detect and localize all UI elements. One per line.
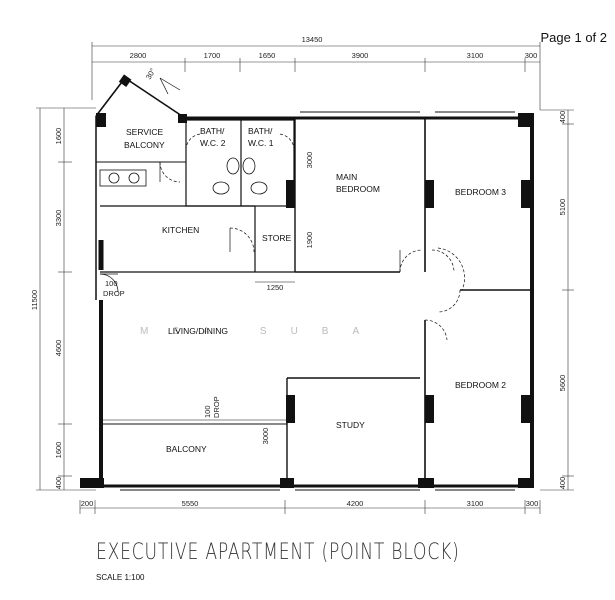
- drawing-title: EXECUTIVE APARTMENT (POINT BLOCK): [96, 540, 460, 565]
- dim-top-5: 3100: [467, 51, 484, 60]
- drop-label-a-line1: 100: [105, 279, 118, 288]
- room-bath1-line2: W.C. 1: [248, 138, 274, 148]
- room-bath2-line1: BATH/: [200, 126, 225, 136]
- dim-right-2: 5100: [558, 199, 567, 216]
- dim-right-1: 400: [558, 111, 567, 124]
- drop-label-a-line2: DROP: [103, 289, 125, 298]
- room-bath1-line1: BATH/: [248, 126, 273, 136]
- room-bedroom-2: BEDROOM 2: [455, 380, 506, 390]
- room-balcony: BALCONY: [166, 444, 207, 454]
- door-leaves: [99, 162, 401, 293]
- room-main-bedroom-line2: BEDROOM: [336, 184, 380, 194]
- dim-top-3: 1650: [259, 51, 276, 60]
- angle-marker: [159, 77, 181, 95]
- dim-main-bedroom-lower: 1900: [305, 232, 314, 249]
- room-service-balcony-line1: SERVICE: [126, 127, 163, 137]
- dim-left-total: 11500: [30, 290, 39, 310]
- dim-left-3: 4600: [54, 340, 63, 357]
- dim-bottom-1: 200: [81, 499, 94, 508]
- dim-left-1: 1600: [54, 128, 63, 145]
- dim-study: 3000: [261, 428, 270, 445]
- dim-bottom-4: 3100: [467, 499, 484, 508]
- dim-top-total: 13450: [302, 35, 323, 44]
- angle-label: 30°: [144, 67, 157, 81]
- room-bath2-line2: W.C. 2: [200, 138, 226, 148]
- room-service-balcony-line2: BALCONY: [124, 140, 165, 150]
- dim-left-5: 400: [54, 477, 63, 490]
- room-store: STORE: [262, 233, 291, 243]
- dim-store-width: 1250: [267, 283, 284, 292]
- top-dimension-lines: [36, 42, 574, 514]
- drawing-scale: SCALE 1:100: [96, 573, 145, 582]
- room-main-bedroom-line1: MAIN: [336, 172, 357, 182]
- room-study: STUDY: [336, 420, 365, 430]
- dim-top-6: 300: [525, 51, 538, 60]
- door-swings: [159, 133, 465, 341]
- room-kitchen: KITCHEN: [162, 225, 199, 235]
- dim-left-2: 3300: [54, 210, 63, 227]
- dim-main-bedroom: 3000: [305, 152, 314, 169]
- dim-bottom-5: 300: [526, 499, 539, 508]
- walls: [80, 76, 534, 491]
- fixtures: [99, 157, 268, 195]
- page-label: Page 1 of 2: [540, 30, 608, 45]
- watermark: MSA SUBA: [140, 326, 383, 337]
- dim-top-4: 3900: [352, 51, 369, 60]
- columns: [80, 74, 534, 488]
- room-living-dining: LIVING/DINING: [168, 326, 228, 336]
- drop-label-b-line1: 100: [203, 405, 212, 418]
- dim-bottom-2: 5550: [182, 499, 199, 508]
- dim-top-1: 2800: [130, 51, 147, 60]
- dim-right-3: 5600: [558, 375, 567, 392]
- dim-top-2: 1700: [204, 51, 221, 60]
- drop-label-b-line2: DROP: [212, 396, 221, 418]
- dim-right-4: 400: [558, 477, 567, 490]
- dim-bottom-3: 4200: [347, 499, 364, 508]
- room-bedroom-3: BEDROOM 3: [455, 187, 506, 197]
- dim-left-4: 1600: [54, 442, 63, 459]
